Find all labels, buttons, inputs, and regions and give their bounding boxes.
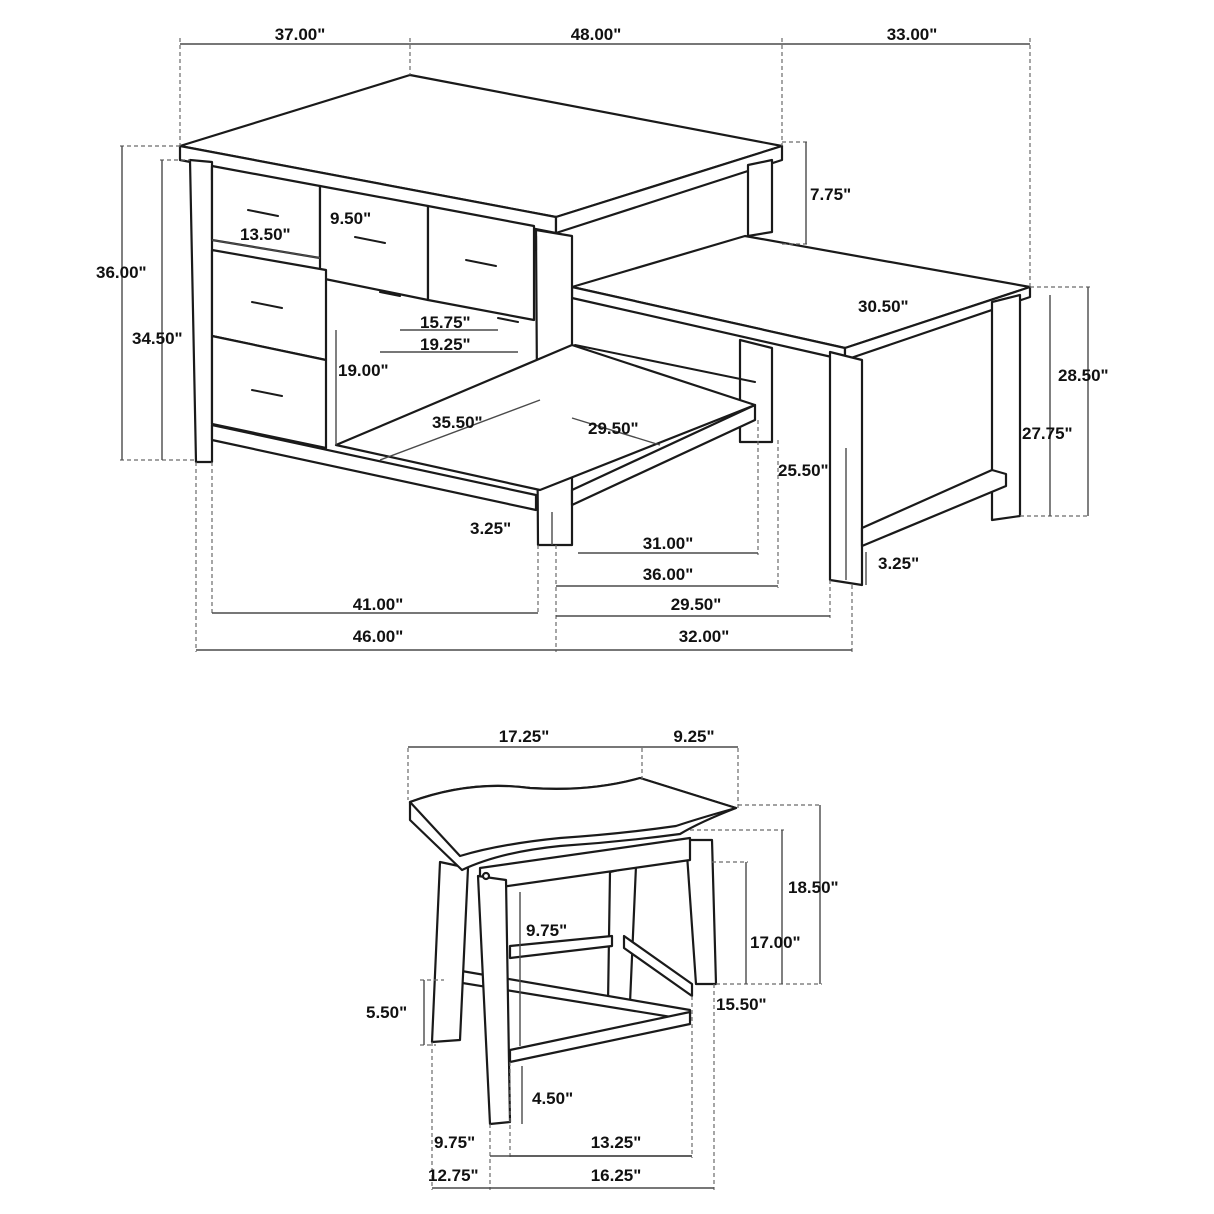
island-end-rail bbox=[570, 403, 757, 507]
inner-width-a-label: 15.75" bbox=[420, 313, 471, 332]
base-overall-label: 46.00" bbox=[353, 627, 404, 646]
stool-seat-top bbox=[408, 776, 738, 858]
stool-height-seat-label: 17.00" bbox=[750, 933, 801, 952]
shelf-depth-label: 35.50" bbox=[432, 413, 483, 432]
base-inner-width-label: 13.25" bbox=[591, 1133, 642, 1152]
stool-bolt bbox=[481, 871, 491, 881]
stool-leg bbox=[606, 864, 638, 1005]
drawer bbox=[210, 334, 328, 450]
island-drawing bbox=[178, 73, 1032, 587]
extension-height-overall-label: 28.50" bbox=[1058, 366, 1109, 385]
inner-post bbox=[379, 291, 401, 297]
stretcher-height-label: 5.50" bbox=[366, 1003, 407, 1022]
extension-span-inner-label: 31.00" bbox=[643, 534, 694, 553]
island-bottom-rail bbox=[210, 423, 538, 512]
stool-leg bbox=[684, 838, 718, 986]
drawer-height-label: 9.50" bbox=[330, 209, 371, 228]
stool-height-overall-label: 18.50" bbox=[788, 878, 839, 897]
island-leg bbox=[188, 158, 214, 464]
extension-leg bbox=[738, 338, 774, 444]
extension-span-outer-label: 36.00" bbox=[643, 565, 694, 584]
rail-gap-label: 9.75" bbox=[526, 921, 567, 940]
overall-height-label: 36.00" bbox=[96, 263, 147, 282]
island-top-side bbox=[554, 144, 784, 235]
island-labels: 37.00" 48.00" 33.00" 7.75" 36.00" 34.50"… bbox=[96, 25, 1109, 646]
extension-width-label: 33.00" bbox=[887, 25, 938, 44]
stool-dimension-lines bbox=[408, 746, 821, 1189]
extension-depth-outer-label: 32.00" bbox=[679, 627, 730, 646]
island-foot-height-label: 3.25" bbox=[470, 519, 511, 538]
base-outer-depth-label: 12.75" bbox=[428, 1166, 479, 1185]
stool-leg bbox=[476, 874, 512, 1126]
base-span-label: 41.00" bbox=[353, 595, 404, 614]
stool-height-leg-label: 15.50" bbox=[716, 995, 767, 1014]
inner-width-b-label: 19.25" bbox=[420, 335, 471, 354]
stool-leg bbox=[430, 860, 470, 1044]
seat-width-label: 17.25" bbox=[499, 727, 550, 746]
inner-height-label: 34.50" bbox=[132, 329, 183, 348]
base-inner-depth-label: 9.75" bbox=[434, 1133, 475, 1152]
extension-stretcher bbox=[860, 468, 1008, 548]
base-outer-width-label: 16.25" bbox=[591, 1166, 642, 1185]
extension-foot-height-label: 3.25" bbox=[878, 554, 919, 573]
extension-height-inner-label: 27.75" bbox=[1022, 424, 1073, 443]
shelf-width-label: 29.50" bbox=[588, 419, 639, 438]
extension-top bbox=[570, 234, 1032, 350]
foot-clearance-label: 4.50" bbox=[532, 1089, 573, 1108]
drawer-handle bbox=[251, 389, 283, 397]
island-shelf bbox=[334, 343, 757, 492]
island-leg bbox=[746, 158, 774, 238]
drawer-handle bbox=[247, 209, 279, 217]
stool-labels: 17.25" 9.25" 18.50" 17.00" 15.50" 9.75" … bbox=[366, 727, 839, 1185]
island-width-left-label: 37.00" bbox=[275, 25, 326, 44]
island-extension-lines bbox=[120, 38, 1090, 652]
extension-rail bbox=[574, 344, 756, 383]
stool-stretcher bbox=[508, 1010, 692, 1064]
top-thickness-label: 7.75" bbox=[810, 185, 851, 204]
extension-top-depth-label: 30.50" bbox=[858, 297, 909, 316]
seat-depth-label: 9.25" bbox=[673, 727, 714, 746]
extension-depth-inner-label: 29.50" bbox=[671, 595, 722, 614]
drawer-width-label: 13.50" bbox=[240, 225, 291, 244]
stool-stretcher bbox=[442, 966, 692, 1022]
stool-stretcher bbox=[622, 934, 694, 998]
drawer-handle bbox=[465, 259, 497, 267]
stool-drawing bbox=[408, 776, 738, 1126]
drawer bbox=[318, 184, 430, 302]
island-length-label: 48.00" bbox=[571, 25, 622, 44]
island-dimension-lines bbox=[121, 43, 1089, 651]
shelf-height-label: 19.00" bbox=[338, 361, 389, 380]
drawer-handle bbox=[354, 236, 386, 244]
under-clearance-label: 25.50" bbox=[778, 461, 829, 480]
stool-stretcher bbox=[508, 934, 614, 960]
drawer-handle bbox=[251, 301, 283, 309]
inner-post bbox=[497, 317, 519, 323]
